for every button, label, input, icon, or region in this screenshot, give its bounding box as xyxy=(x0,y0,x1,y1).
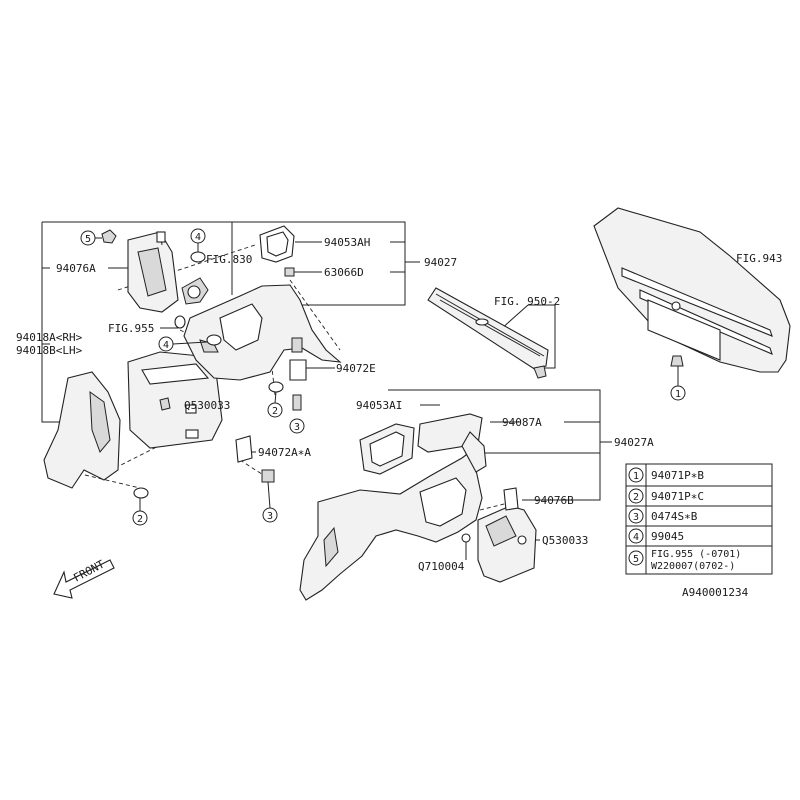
svg-text:4: 4 xyxy=(163,340,169,351)
label-fig830: FIG.830 xyxy=(206,253,252,266)
diagram-id: A940001234 xyxy=(682,586,749,599)
label-94053AI: 94053AI xyxy=(356,399,402,412)
svg-text:1: 1 xyxy=(675,389,681,400)
part-94076A-bracket xyxy=(127,231,179,313)
svg-text:2: 2 xyxy=(137,514,143,525)
svg-text:3: 3 xyxy=(294,422,300,433)
callout-1: 1 xyxy=(670,385,686,401)
label-q710004: Q710004 xyxy=(418,560,465,573)
svg-text:2: 2 xyxy=(272,406,278,417)
part-94076B-bracket xyxy=(461,487,537,583)
label-fig943: FIG.943 xyxy=(736,252,782,265)
label-94072A: 94072A∗A xyxy=(258,446,311,459)
svg-text:FIG.955 (-0701): FIG.955 (-0701) xyxy=(651,549,741,560)
label-94018B: 94018B<LH> xyxy=(16,344,83,357)
legend-row-1: 1 94071P∗B xyxy=(628,467,704,483)
part-94053AH-trim xyxy=(259,225,295,263)
svg-text:4: 4 xyxy=(633,532,639,543)
svg-text:99045: 99045 xyxy=(651,530,684,543)
label-94072E: 94072E xyxy=(336,362,376,375)
callout-2-bottom: 2 xyxy=(132,510,148,526)
label-94076A: 94076A xyxy=(56,262,96,275)
label-94076B: 94076B xyxy=(534,494,574,507)
legend-table: 1 94071P∗B 2 94071P∗C 3 0474S∗B 4 99045 … xyxy=(625,463,773,575)
part-94018-quarter-trim xyxy=(43,371,121,489)
callout-3-bottom: 3 xyxy=(262,507,278,523)
legend-row-3: 3 0474S∗B xyxy=(628,508,698,524)
label-94087A: 94087A xyxy=(502,416,542,429)
svg-text:4: 4 xyxy=(195,232,201,243)
callout-2-mid: 2 xyxy=(267,402,283,418)
small-clips-left xyxy=(101,229,307,499)
part-94053AI-trim xyxy=(359,423,415,475)
svg-text:3: 3 xyxy=(267,511,273,522)
label-94018A: 94018A<RH> xyxy=(16,331,83,344)
part-94027-panel xyxy=(183,284,342,381)
svg-text:5: 5 xyxy=(633,554,639,565)
svg-text:94071P∗B: 94071P∗B xyxy=(651,469,704,482)
front-arrow xyxy=(53,559,115,599)
svg-text:1: 1 xyxy=(633,471,639,482)
label-94053AH: 94053AH xyxy=(324,236,370,249)
part-side-panel-left xyxy=(127,351,223,449)
part-94027A-trim xyxy=(299,431,487,601)
label-q530033-left: Q530033 xyxy=(184,399,230,412)
label-fig950: FIG. 950-2 xyxy=(494,295,560,308)
callout-5: 5 xyxy=(80,230,96,246)
callout-3-mid: 3 xyxy=(289,418,305,434)
legend-row-5: 5 FIG.955 (-0701) W220007(0702-) xyxy=(628,549,741,572)
clip-under-fig943 xyxy=(670,355,684,386)
svg-text:5: 5 xyxy=(85,234,91,245)
legend-row-2: 2 94071P∗C xyxy=(628,488,704,504)
svg-text:3: 3 xyxy=(633,512,639,523)
label-94027: 94027 xyxy=(424,256,457,269)
svg-text:0474S∗B: 0474S∗B xyxy=(651,510,698,523)
fig830-part xyxy=(181,277,209,305)
label-fig955: FIG.955 xyxy=(108,322,154,335)
svg-text:94071P∗C: 94071P∗C xyxy=(651,490,704,503)
svg-text:W220007(0702-): W220007(0702-) xyxy=(651,561,735,572)
fig950-sill-plate xyxy=(427,287,549,379)
legend-row-4: 4 99045 xyxy=(628,528,684,544)
label-q530033-right: Q530033 xyxy=(542,534,588,547)
svg-text:2: 2 xyxy=(633,492,639,503)
fig943-rear-trim xyxy=(593,207,791,373)
label-94027A: 94027A xyxy=(614,436,654,449)
callout-4-top: 4 xyxy=(190,228,206,244)
label-63066D: 63066D xyxy=(324,266,364,279)
callout-4-mid: 4 xyxy=(158,336,174,352)
